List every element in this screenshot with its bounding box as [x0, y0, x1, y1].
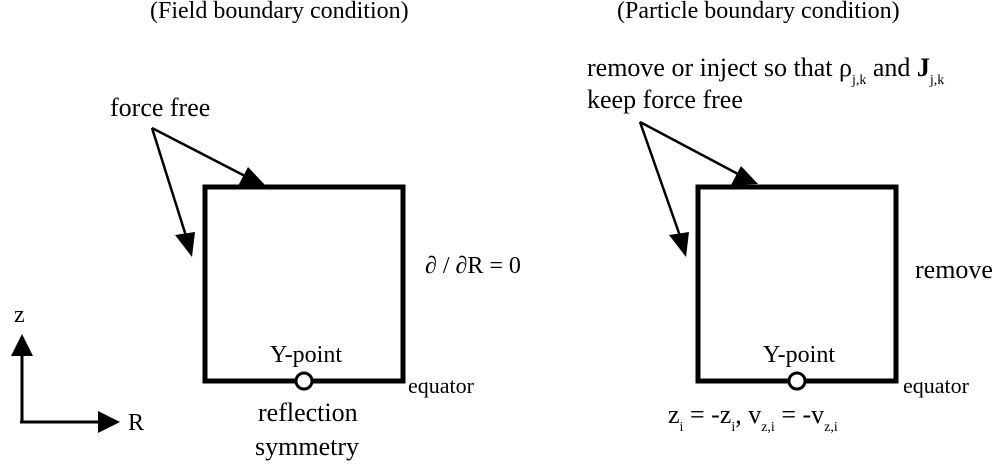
- j-subscript: j,k: [929, 73, 944, 88]
- formula-z2-sub: i: [731, 420, 735, 435]
- left-bottom-label-line1: reflection: [258, 398, 358, 427]
- left-force-free-arrow-left: [150, 127, 195, 257]
- left-force-free-arrow-top: [151, 126, 265, 186]
- z-axis-arrowhead: [11, 334, 33, 356]
- formula-eq2: = -v: [775, 400, 824, 429]
- formula-v2-sub: z,i: [824, 420, 838, 435]
- right-equator-label: equator: [903, 373, 970, 398]
- right-force-free-arrow-top: [639, 120, 758, 185]
- formula-z: z: [668, 400, 680, 429]
- right-force-free-arrow-left: [638, 121, 689, 257]
- right-side-label: remove: [915, 255, 993, 284]
- r-axis-label: R: [128, 410, 144, 436]
- right-panel: (Particle boundary condition) remove or …: [587, 0, 993, 435]
- left-right-side-label: ∂ / ∂R = 0: [425, 253, 521, 279]
- formula-z-sub: i: [680, 420, 684, 435]
- right-top-line1: remove or inject so that ρj,k and Jj,k: [587, 53, 944, 88]
- left-bottom-label-line2: symmetry: [255, 432, 359, 461]
- coordinate-axes: z R: [11, 302, 144, 436]
- right-y-point-label: Y-point: [763, 342, 835, 368]
- right-top-middle: and: [866, 53, 917, 82]
- formula-eq1: = -z: [683, 400, 731, 429]
- formula-v-sub: z,i: [761, 420, 775, 435]
- right-top-prefix: remove or inject so that ρ: [587, 53, 852, 82]
- left-equator-label: equator: [408, 373, 475, 398]
- z-axis-label: z: [14, 302, 25, 328]
- r-axis-arrowhead: [98, 411, 120, 433]
- left-y-point-label: Y-point: [270, 342, 342, 368]
- formula-v: , v: [735, 400, 761, 429]
- right-y-point-marker: [787, 371, 807, 391]
- right-top-line2: keep force free: [587, 85, 743, 114]
- left-force-free-label: force free: [110, 93, 210, 122]
- left-y-point-marker: [294, 371, 314, 391]
- right-panel-header: (Particle boundary condition): [617, 0, 900, 24]
- current-density-symbol: J: [917, 53, 930, 82]
- left-panel-header: (Field boundary condition): [150, 0, 409, 24]
- rho-subscript: j,k: [851, 73, 866, 88]
- left-panel: (Field boundary condition) force free ∂ …: [110, 0, 521, 461]
- right-bottom-formula: zi = -zi, vz,i = -vz,i: [668, 400, 838, 435]
